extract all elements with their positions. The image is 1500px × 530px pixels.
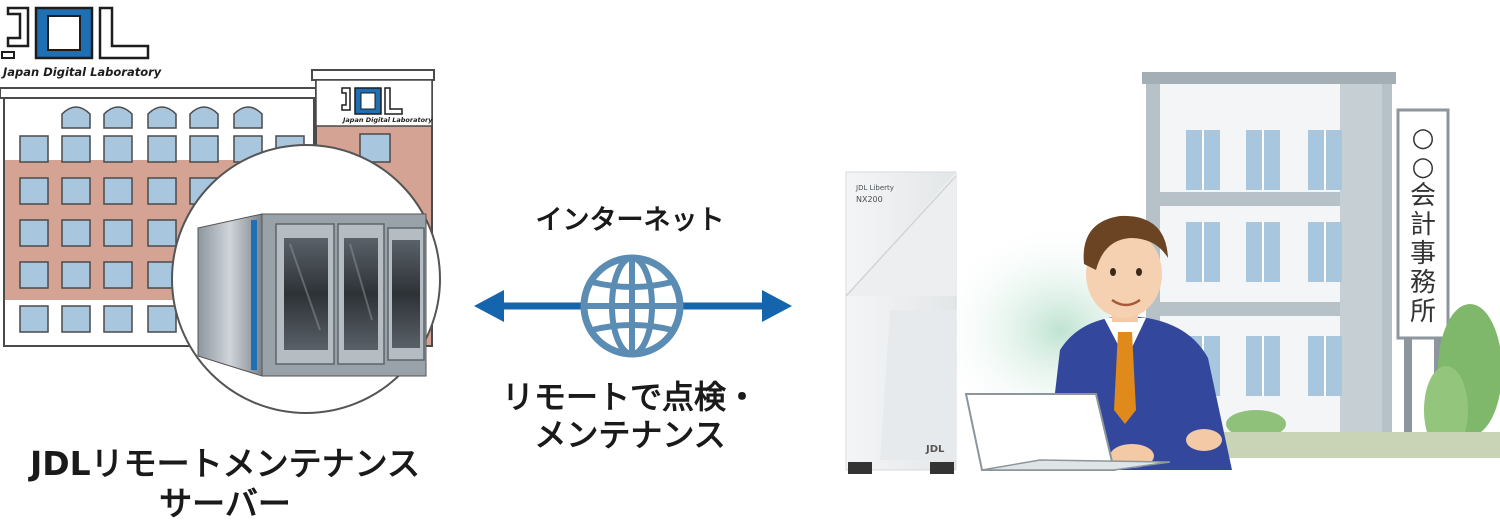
jdl-logo: Japan Digital Laboratory xyxy=(1,6,162,79)
server-title-line1: JDLリモートメンテナンス xyxy=(29,444,421,483)
window xyxy=(147,177,177,205)
server-title: JDLリモートメンテナンス サーバー xyxy=(20,444,430,524)
remote-label-line2: メンテナンス xyxy=(534,416,726,454)
jdl-logo-tagline: Japan Digital Laboratory xyxy=(1,65,162,79)
window xyxy=(103,261,133,289)
remote-maintenance-label: リモートで点検・ メンテナンス xyxy=(470,378,790,454)
window xyxy=(103,219,133,247)
office-sign-char: ○ xyxy=(1412,152,1435,182)
shrubbery xyxy=(1200,304,1500,458)
office-sign-char: 会 xyxy=(1410,181,1436,211)
office-sign xyxy=(1396,108,1450,458)
office-sign-char: 務 xyxy=(1410,268,1436,298)
product-mark: JDL xyxy=(925,444,945,455)
window xyxy=(147,305,177,333)
window xyxy=(61,135,91,163)
window xyxy=(103,305,133,333)
laptop-illustration xyxy=(964,393,1171,471)
window xyxy=(19,177,49,205)
office-sign-char: ○ xyxy=(1412,123,1435,153)
office-sign-char: 事 xyxy=(1410,239,1436,269)
internet-label: インターネット xyxy=(535,205,725,236)
window xyxy=(19,305,49,333)
window xyxy=(19,261,49,289)
globe-icon xyxy=(580,254,684,358)
arched-window xyxy=(103,106,133,129)
server-rack-callout xyxy=(171,144,441,414)
arched-window xyxy=(233,106,263,129)
server-title-line2: サーバー xyxy=(159,484,291,523)
building-sign-logo: Japan Digital Laboratory xyxy=(341,87,433,124)
window xyxy=(19,219,49,247)
product-model: NX200 xyxy=(856,195,883,204)
product-tower-unit: JDL Liberty NX200 JDL xyxy=(845,171,957,474)
window xyxy=(147,135,177,163)
window xyxy=(147,219,177,247)
arched-window xyxy=(147,106,177,129)
window xyxy=(61,305,91,333)
office-sign-char: 所 xyxy=(1410,297,1436,327)
window xyxy=(61,219,91,247)
window xyxy=(61,177,91,205)
window xyxy=(61,261,91,289)
product-brand: JDL Liberty xyxy=(855,184,894,192)
window xyxy=(189,135,219,163)
arched-window xyxy=(61,106,91,129)
window xyxy=(103,135,133,163)
office-windows xyxy=(1186,130,1342,396)
office-sign-char: 計 xyxy=(1410,210,1436,240)
remote-label-line1: リモートで点検・ xyxy=(501,378,758,416)
window xyxy=(19,135,49,163)
window xyxy=(103,177,133,205)
building-sign-tagline: Japan Digital Laboratory xyxy=(341,116,433,124)
arched-window xyxy=(189,106,219,129)
